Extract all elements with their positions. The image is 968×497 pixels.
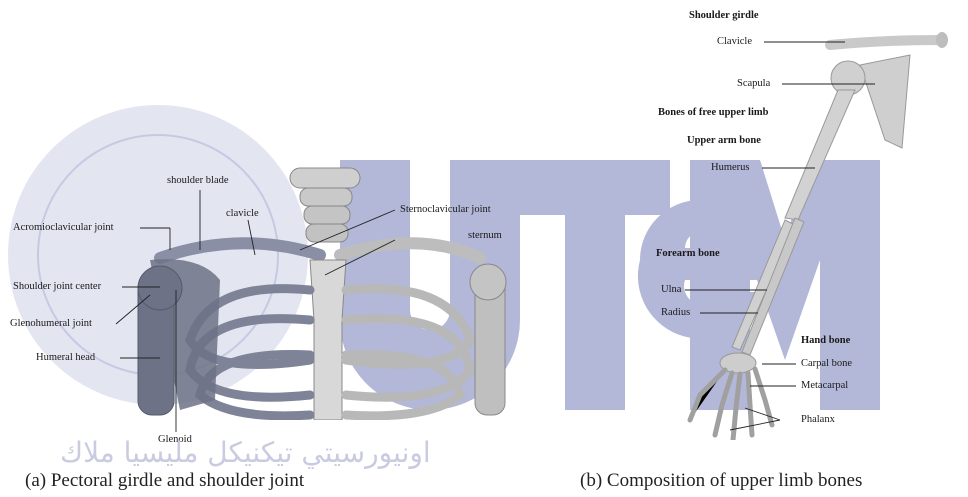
label-clavicle-a: clavicle xyxy=(226,208,259,220)
label-forearm-bone: Forearm bone xyxy=(656,248,720,260)
caption-panel-b: (b) Composition of upper limb bones xyxy=(580,470,862,492)
label-shoulder-girdle: Shoulder girdle xyxy=(689,10,759,22)
label-radius: Radius xyxy=(661,307,690,319)
label-acromioclavicular-joint: Acromioclavicular joint xyxy=(13,222,114,234)
label-metacarpal: Metacarpal xyxy=(801,380,848,392)
label-glenohumeral-joint: Glenohumeral joint xyxy=(10,318,92,330)
label-carpal-bone: Carpal bone xyxy=(801,358,852,370)
label-upper-arm-bone: Upper arm bone xyxy=(687,135,761,147)
label-scapula: Scapula xyxy=(737,78,770,90)
label-ulna: Ulna xyxy=(661,284,681,296)
label-shoulder-joint-center: Shoulder joint center xyxy=(13,281,101,293)
label-phalanx: Phalanx xyxy=(801,414,835,426)
caption-panel-a: (a) Pectoral girdle and shoulder joint xyxy=(25,470,304,492)
watermark-jawi-text: اونيورسيتي تيكنيكل مليسيا ملاك xyxy=(60,436,431,469)
label-humerus: Humerus xyxy=(711,162,750,174)
label-shoulder-blade: shoulder blade xyxy=(167,175,229,187)
label-sternum: sternum xyxy=(468,230,502,242)
label-clavicle-b: Clavicle xyxy=(717,36,752,48)
label-humeral-head: Humeral head xyxy=(36,352,95,364)
label-sternoclavicular-joint: Sternoclavicular joint xyxy=(400,204,491,216)
label-hand-bone: Hand bone xyxy=(801,335,850,347)
label-bones-free-upper-limb: Bones of free upper limb xyxy=(658,107,768,119)
